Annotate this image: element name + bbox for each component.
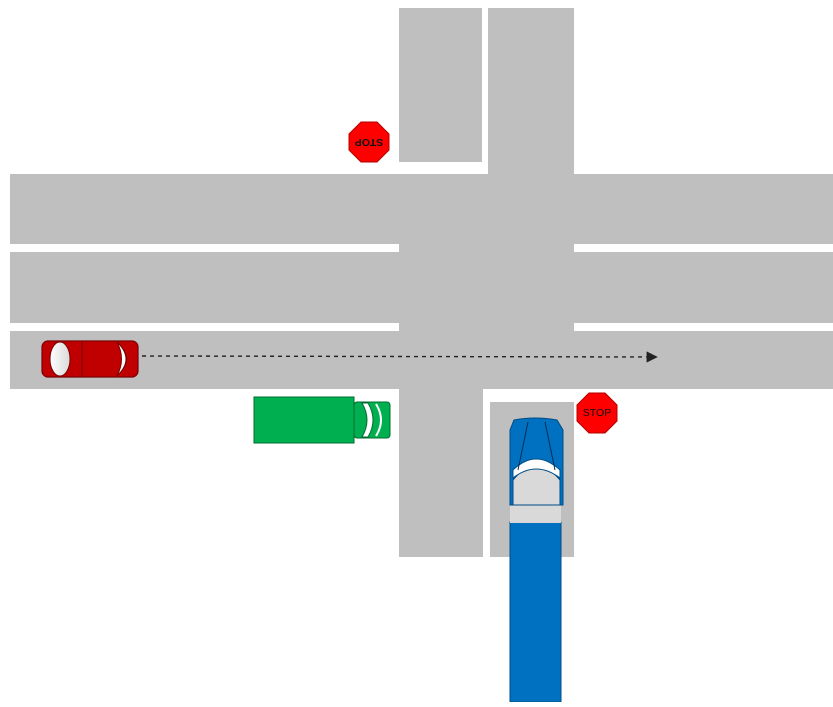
north-road-left-lane xyxy=(399,8,482,162)
green-truck xyxy=(253,396,391,444)
red-car xyxy=(41,340,139,378)
red-car-path-arrow xyxy=(141,351,658,363)
green-truck-trailer xyxy=(253,396,355,444)
blue-truck-coupling xyxy=(510,505,561,523)
blue-truck xyxy=(509,417,564,703)
south-road-left-lane xyxy=(399,320,483,557)
roads xyxy=(10,8,833,557)
stop-sign-south: STOP xyxy=(576,392,618,434)
stop-sign-south-label: STOP xyxy=(583,407,611,419)
stop-sign-north-label: STOP xyxy=(355,136,383,148)
stop-sign-north: STOP xyxy=(348,121,390,163)
blue-truck-trailer xyxy=(509,521,562,703)
